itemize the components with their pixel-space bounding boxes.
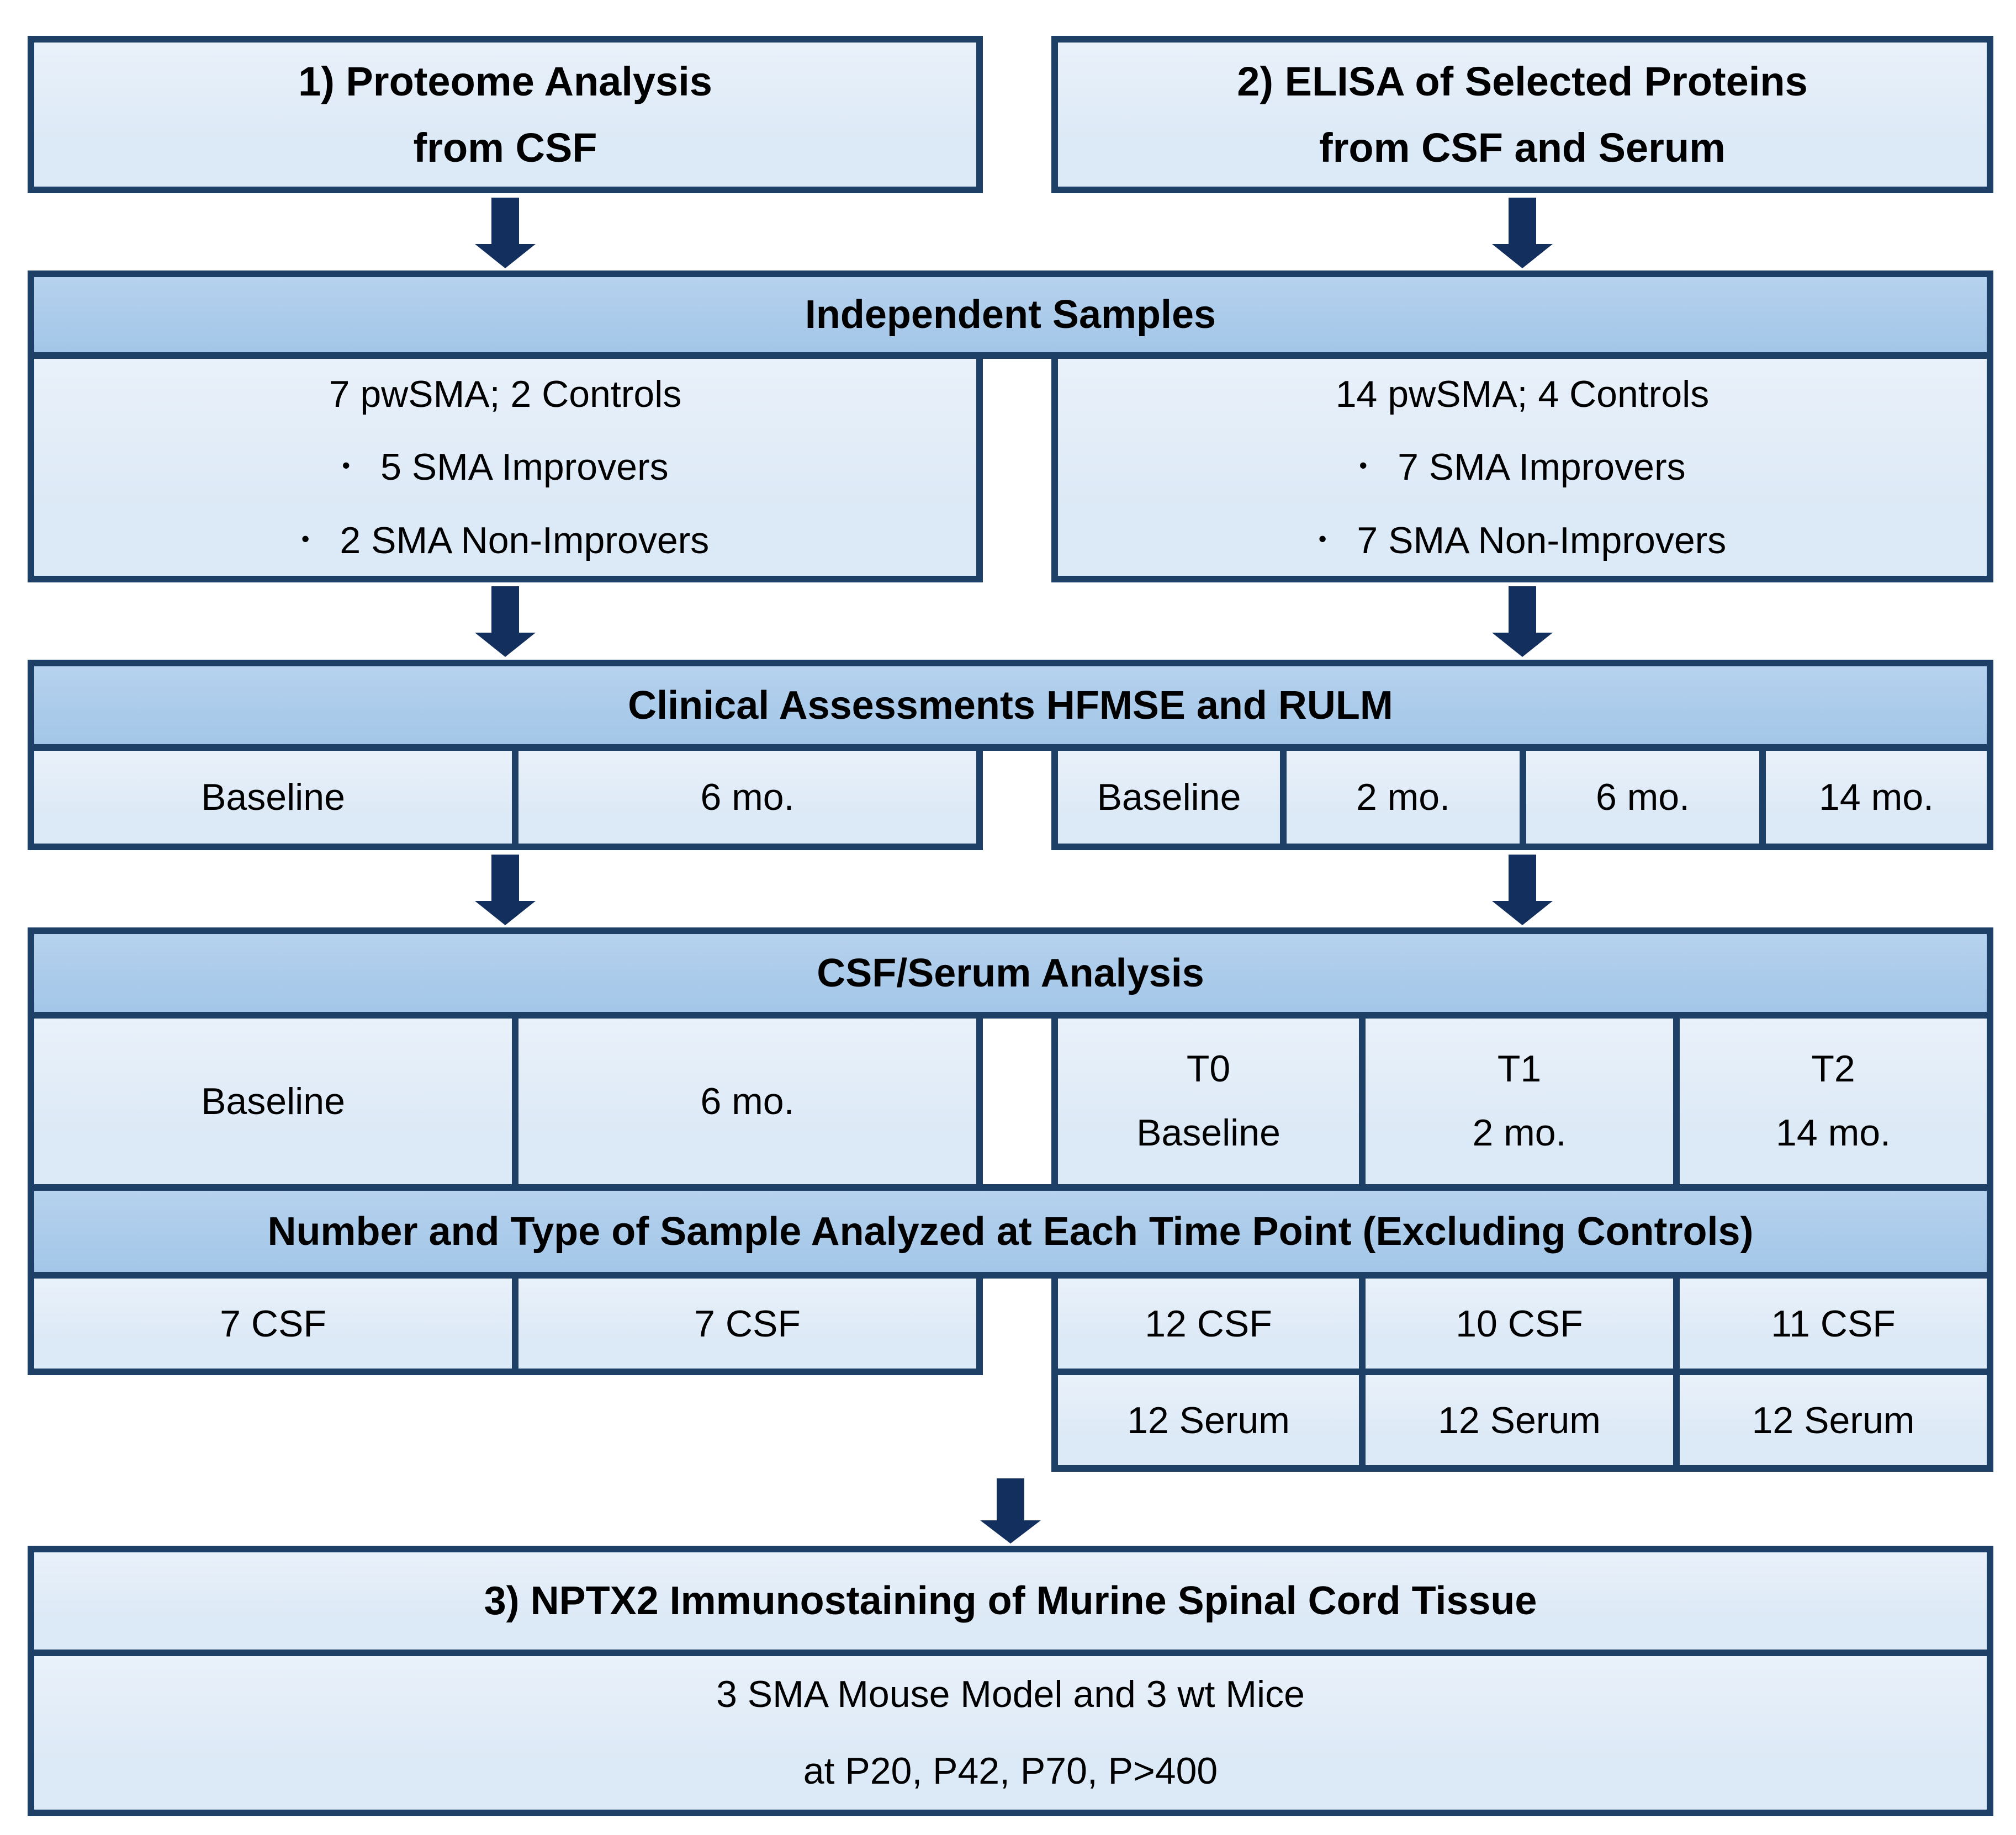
nptx2-header-text: 3) NPTX2 Immunostaining of Murine Spinal… [484,1579,1537,1623]
elisa-t0-csf-count-cell: 12 CSF [1051,1272,1366,1375]
down-arrow-icon [1492,586,1553,657]
sample-counts-header: Number and Type of Sample Analyzed at Ea… [28,1184,1993,1279]
csf-serum-proteome-baseline-cell: Baseline [28,1012,518,1191]
proteome-analysis-title-line1: 1) Proteome Analysis [298,58,712,104]
elisa-samples-total: 14 pwSMA; 4 Controls [1335,373,1710,415]
bullet-icon: • [1318,525,1327,551]
clinical-assessments-header: Clinical Assessments HFMSE and RULM [28,660,1993,751]
down-arrow-icon [475,198,536,268]
csf-serum-t2-cell: T2 14 mo. [1673,1012,1993,1191]
csf-serum-t0-cell: T0 Baseline [1051,1012,1366,1191]
proteome-analysis-title: 1) Proteome Analysis from CSF [298,49,712,181]
elisa-samples-box: 14 pwSMA; 4 Controls •7 SMA Improvers •7… [1051,352,1993,582]
elisa-box: 2) ELISA of Selected Proteins from CSF a… [1051,36,1993,193]
clinical-elisa-2mo-cell: 2 mo. [1280,744,1526,850]
csf-serum-analysis-header: CSF/Serum Analysis [28,927,1993,1019]
clinical-proteome-6mo-cell: 6 mo. [512,744,983,850]
elisa-title-line1: 2) ELISA of Selected Proteins [1237,58,1808,104]
bullet-icon: • [342,452,351,479]
csf-serum-elisa-timepoints-row: T0 Baseline T1 2 mo. T2 14 mo. [1051,1012,1993,1191]
down-arrow-icon [1492,855,1553,925]
proteome-samples-improvers: •5 SMA Improvers [301,431,710,504]
csf-serum-proteome-timepoints-row: Baseline 6 mo. [28,1012,983,1191]
csf-serum-t1-cell: T1 2 mo. [1359,1012,1680,1191]
proteome-baseline-csf-count-cell: 7 CSF [28,1272,518,1375]
proteome-sample-counts-row: 7 CSF 7 CSF [28,1272,983,1375]
clinical-elisa-baseline-cell: Baseline [1051,744,1287,850]
elisa-title-line2: from CSF and Serum [1319,124,1726,171]
elisa-samples-improvers: •7 SMA Improvers [1319,431,1727,504]
proteome-samples-box: 7 pwSMA; 2 Controls •5 SMA Improvers •2 … [28,352,983,582]
elisa-t1-serum-count-cell: 12 Serum [1359,1369,1680,1472]
elisa-t2-serum-count-cell: 12 Serum [1673,1369,1993,1472]
proteome-6mo-csf-count-cell: 7 CSF [512,1272,983,1375]
clinical-proteome-baseline-cell: Baseline [28,744,518,850]
elisa-t2-csf-count-cell: 11 CSF [1673,1272,1993,1375]
clinical-elisa-14mo-cell: 14 mo. [1759,744,1993,850]
nptx2-header-box: 3) NPTX2 Immunostaining of Murine Spinal… [28,1546,1993,1656]
bullet-icon: • [301,525,310,551]
bullet-icon: • [1359,452,1368,479]
proteome-samples-non-improvers: •2 SMA Non-Improvers [301,504,710,577]
down-arrow-icon [980,1478,1041,1544]
elisa-title: 2) ELISA of Selected Proteins from CSF a… [1237,49,1808,181]
nptx2-content-text: 3 SMA Mouse Model and 3 wt Mice at P20, … [716,1656,1305,1810]
elisa-samples-non-improvers: •7 SMA Non-Improvers [1319,504,1727,577]
proteome-analysis-box: 1) Proteome Analysis from CSF [28,36,983,193]
elisa-serum-counts-row: 12 Serum 12 Serum 12 Serum [1051,1369,1993,1472]
clinical-elisa-timepoints-row: Baseline 2 mo. 6 mo. 14 mo. [1051,744,1993,850]
independent-samples-header: Independent Samples [28,271,1993,359]
elisa-t0-serum-count-cell: 12 Serum [1051,1369,1366,1472]
nptx2-content-line2: at P20, P42, P70, P>400 [803,1750,1218,1792]
proteome-analysis-title-line2: from CSF [413,124,597,171]
proteome-samples-text: 7 pwSMA; 2 Controls •5 SMA Improvers •2 … [301,358,710,577]
down-arrow-icon [1492,198,1553,268]
clinical-proteome-timepoints-row: Baseline 6 mo. [28,744,983,850]
proteome-samples-total: 7 pwSMA; 2 Controls [329,373,682,415]
elisa-t1-csf-count-cell: 10 CSF [1359,1272,1680,1375]
elisa-samples-text: 14 pwSMA; 4 Controls •7 SMA Improvers •7… [1319,358,1727,577]
nptx2-content-box: 3 SMA Mouse Model and 3 wt Mice at P20, … [28,1650,1993,1816]
clinical-elisa-6mo-cell: 6 mo. [1520,744,1766,850]
csf-serum-proteome-6mo-cell: 6 mo. [512,1012,983,1191]
elisa-csf-counts-row: 12 CSF 10 CSF 11 CSF [1051,1272,1993,1375]
nptx2-content-line1: 3 SMA Mouse Model and 3 wt Mice [716,1673,1305,1715]
down-arrow-icon [475,855,536,925]
down-arrow-icon [475,586,536,657]
